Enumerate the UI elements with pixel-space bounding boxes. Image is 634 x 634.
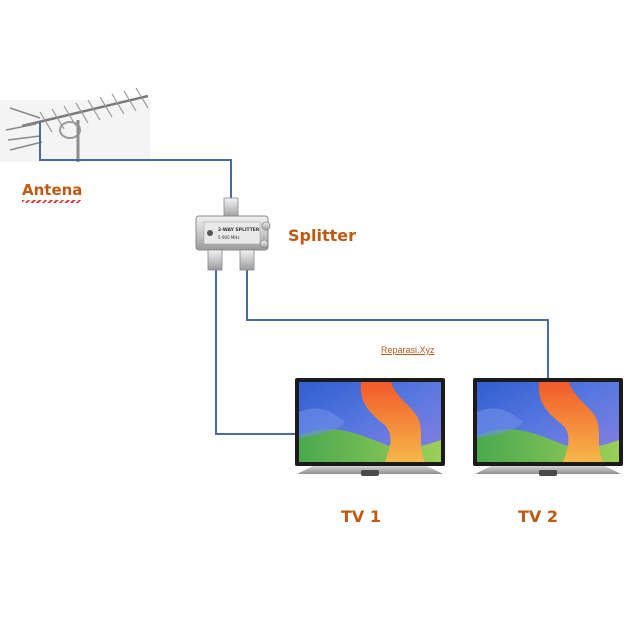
watermark-text: Reparasi.Xyz bbox=[381, 345, 435, 355]
coax-splitter-icon: 2-WAY SPLITTER 5-900 MHz bbox=[195, 197, 271, 271]
cable-splitter-to-tv1 bbox=[215, 270, 296, 435]
yagi-antenna-icon bbox=[0, 87, 150, 162]
cable-splitter-to-tv2 bbox=[246, 270, 549, 380]
tv-2 bbox=[473, 378, 623, 476]
tv1-label: TV 1 bbox=[341, 507, 381, 526]
splitter-device-text-2: 5-900 MHz bbox=[218, 235, 239, 240]
tv-1 bbox=[295, 378, 445, 476]
cable-antenna-to-splitter bbox=[39, 122, 232, 200]
coax-cables bbox=[39, 122, 549, 435]
splitter-device-text-1: 2-WAY SPLITTER bbox=[218, 227, 260, 233]
tv2-label: TV 2 bbox=[518, 507, 558, 526]
antenna-label: Antena bbox=[22, 181, 83, 203]
splitter-label: Splitter bbox=[288, 226, 356, 245]
